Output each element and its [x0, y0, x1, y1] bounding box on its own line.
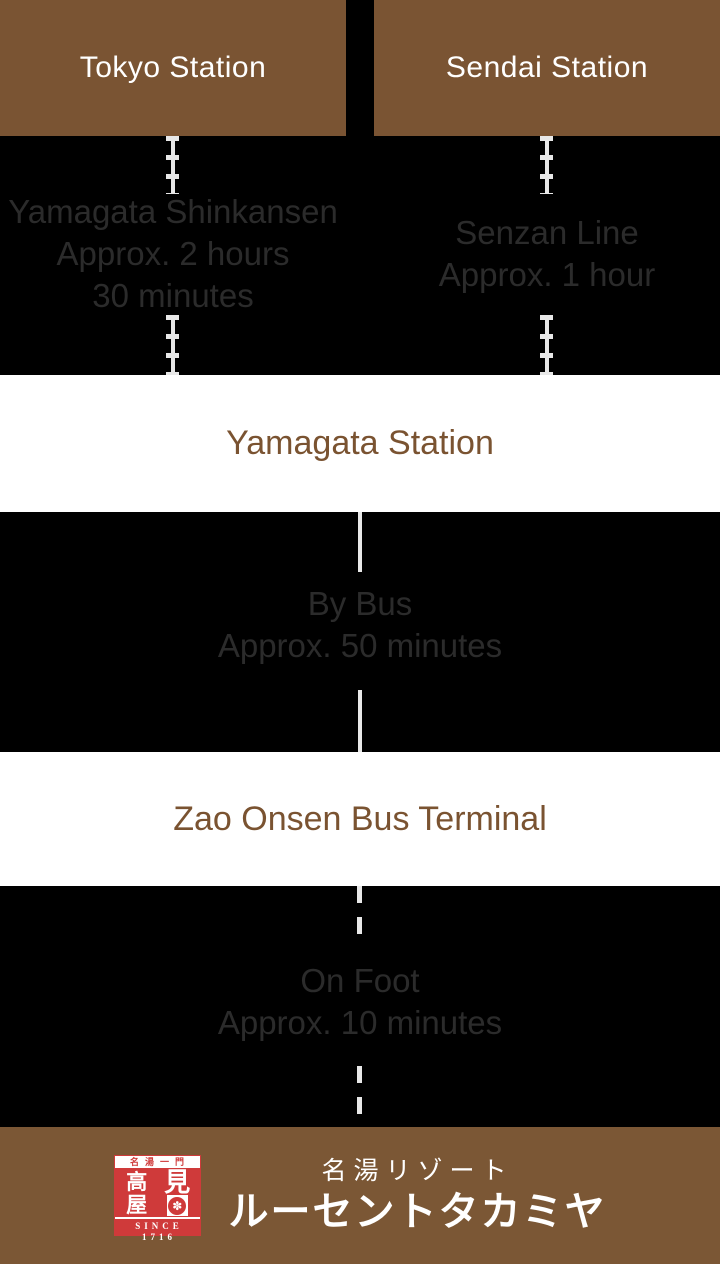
walk-line-segment: [357, 886, 362, 948]
tokyo-station-box: Tokyo Station: [0, 0, 346, 136]
yamagata-station-label: Yamagata Station: [226, 424, 494, 462]
seal-since-text: SINCE 1716: [114, 1217, 200, 1244]
hotel-tagline: 名湯リゾート: [321, 1157, 514, 1185]
route-line: Approx. 10 minutes: [217, 1004, 503, 1041]
plum-blossom-emblem-icon: ✽: [166, 1195, 188, 1216]
seal-char: 見: [164, 1167, 191, 1197]
shinkansen-route-caption: Yamagata Shinkansen Approx. 2 hours 30 m…: [0, 191, 346, 317]
bus-line-segment: [358, 690, 362, 752]
railway-line-segment: [166, 315, 179, 375]
route-line: Senzan Line: [455, 214, 639, 251]
zao-bus-terminal-band: Zao Onsen Bus Terminal: [0, 752, 720, 886]
senzan-route-caption: Senzan Line Approx. 1 hour: [374, 212, 720, 296]
route-line: By Bus: [307, 585, 413, 622]
railway-line-segment: [166, 136, 179, 194]
plum-blossom-glyph: ✽: [168, 1196, 187, 1215]
route-line: Approx. 1 hour: [438, 256, 656, 293]
route-line: Approx. 2 hours: [56, 235, 290, 272]
route-line: 30 minutes: [92, 277, 254, 314]
foot-route-caption: On Foot Approx. 10 minutes: [0, 960, 720, 1044]
route-line: Yamagata Shinkansen: [8, 193, 338, 230]
seal-char: 屋: [126, 1194, 148, 1217]
route-line: Approx. 50 minutes: [217, 627, 503, 664]
hotel-brand-name: ルーセントタカミヤ: [228, 1189, 607, 1234]
zao-bus-terminal-label: Zao Onsen Bus Terminal: [173, 799, 547, 838]
railway-line-segment: [540, 315, 553, 375]
yamagata-station-band: Yamagata Station: [0, 375, 720, 512]
railway-line-segment: [540, 136, 553, 194]
seal-top-text: 名湯一門: [114, 1156, 200, 1168]
route-line: On Foot: [300, 962, 420, 999]
seal-characters: 高 見 屋 ✽: [115, 1168, 200, 1217]
seal-char: 高: [126, 1170, 148, 1194]
footer-logo-bar: 名湯一門 高 見 屋 ✽ SINCE 1716 名湯リゾート ルーセントタカミヤ: [0, 1127, 720, 1264]
takamiya-seal-logo-icon: 名湯一門 高 見 屋 ✽ SINCE 1716: [113, 1155, 201, 1242]
hotel-logotype: 名湯リゾート ルーセントタカミヤ: [229, 1156, 607, 1236]
walk-line-segment: [357, 1066, 362, 1127]
tokyo-station-label: Tokyo Station: [79, 51, 267, 84]
bus-route-caption: By Bus Approx. 50 minutes: [0, 583, 720, 667]
sendai-station-box: Sendai Station: [374, 0, 720, 136]
bus-line-segment: [358, 512, 362, 572]
sendai-station-label: Sendai Station: [445, 51, 649, 84]
